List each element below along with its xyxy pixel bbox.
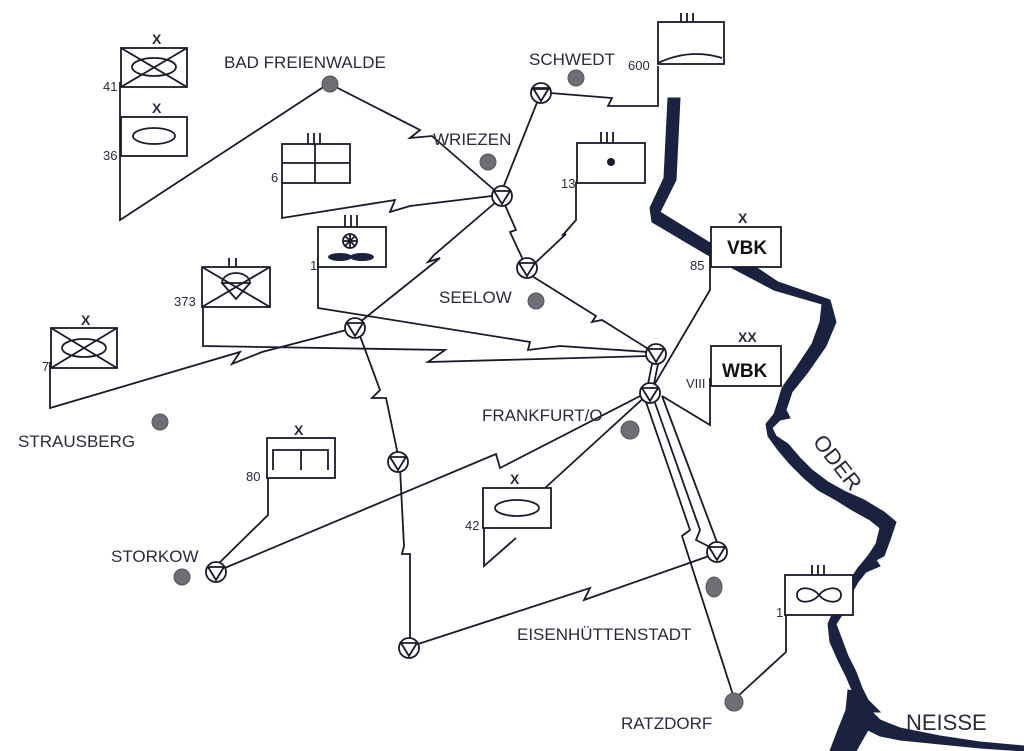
town-label: WRIEZEN bbox=[433, 130, 511, 149]
town-bad-freienwalde[interactable]: BAD FREIENWALDE bbox=[224, 53, 386, 93]
unit-number: 42 bbox=[465, 518, 479, 533]
signal-node-icon[interactable] bbox=[530, 82, 552, 104]
town-strausberg[interactable]: STRAUSBERG bbox=[18, 413, 169, 451]
unit-number: 6 bbox=[271, 170, 278, 185]
unit-13[interactable]: 13 bbox=[561, 132, 646, 191]
unit-number: 36 bbox=[103, 148, 117, 163]
unit-number: 7 bbox=[42, 359, 49, 374]
signal-node-icon[interactable] bbox=[645, 343, 667, 365]
town-dot-icon bbox=[151, 413, 169, 431]
town-label: SCHWEDT bbox=[529, 50, 615, 69]
town-label: STRAUSBERG bbox=[18, 432, 135, 451]
town-wriezen[interactable]: WRIEZEN bbox=[433, 130, 511, 171]
town-ratzdorf[interactable]: RATZDORF bbox=[621, 692, 744, 733]
town-dot-icon bbox=[321, 75, 339, 93]
unit-number: 41 bbox=[103, 79, 117, 94]
unit-36[interactable]: X 36 bbox=[103, 100, 188, 163]
river-oder bbox=[649, 97, 897, 713]
signal-node-icon[interactable] bbox=[639, 382, 661, 404]
unit-number: 1 bbox=[310, 258, 317, 273]
town-dot-icon bbox=[479, 153, 497, 171]
dot-icon bbox=[607, 158, 615, 166]
town-dot-icon bbox=[173, 568, 191, 586]
town-label: BAD FREIENWALDE bbox=[224, 53, 386, 72]
echelon-label: X bbox=[738, 210, 748, 226]
unit-number: 85 bbox=[690, 258, 704, 273]
unit-6[interactable]: 6 bbox=[271, 133, 351, 185]
armor-icon bbox=[132, 127, 176, 145]
town-label: RATZDORF bbox=[621, 714, 712, 733]
town-label: STORKOW bbox=[111, 547, 199, 566]
unit-number: 80 bbox=[246, 469, 260, 484]
signal-node-icon[interactable] bbox=[398, 637, 420, 659]
connection-lines bbox=[49, 66, 787, 699]
unit-41[interactable]: X 41 bbox=[103, 31, 188, 94]
town-dot-icon bbox=[567, 69, 585, 87]
unit-80[interactable]: X 80 bbox=[246, 422, 336, 484]
curved-symbol-icon bbox=[657, 53, 723, 64]
echelon-label: X bbox=[152, 100, 162, 116]
unit-vbk[interactable]: X VBK 85 bbox=[690, 210, 782, 273]
signal-node-icon[interactable] bbox=[516, 257, 538, 279]
unit-7[interactable]: X 7 bbox=[42, 312, 118, 374]
town-frankfurt-oder[interactable]: FRANKFURT/O bbox=[482, 406, 640, 440]
town-dot-icon bbox=[620, 420, 640, 440]
unit-1-north[interactable]: 1 bbox=[310, 215, 387, 273]
unit-wbk[interactable]: XX WBK VIII bbox=[686, 329, 782, 391]
town-schwedt[interactable]: SCHWEDT bbox=[529, 50, 615, 87]
signal-node-icon[interactable] bbox=[706, 541, 728, 563]
town-seelow[interactable]: SEELOW bbox=[439, 288, 545, 310]
unit-42[interactable]: X 42 bbox=[465, 471, 552, 533]
town-eisenhuettenstadt[interactable]: EISENHÜTTENSTADT bbox=[517, 576, 723, 644]
signal-node-icon[interactable] bbox=[205, 561, 227, 583]
armor-icon bbox=[131, 57, 177, 77]
town-label: FRANKFURT/O bbox=[482, 406, 603, 425]
unit-text: VBK bbox=[727, 238, 767, 259]
unit-number: 373 bbox=[174, 294, 196, 309]
unit-number: VIII bbox=[686, 376, 706, 391]
unit-1-south[interactable]: 1 bbox=[776, 565, 854, 620]
unit-373[interactable]: 373 bbox=[174, 258, 271, 309]
unit-number: 600 bbox=[628, 58, 650, 73]
armor-icon bbox=[494, 499, 540, 517]
echelon-label: X bbox=[152, 31, 162, 47]
unit-number: 1 bbox=[776, 605, 783, 620]
town-label: SEELOW bbox=[439, 288, 512, 307]
infinity-icon bbox=[796, 587, 842, 603]
town-label: EISENHÜTTENSTADT bbox=[517, 625, 691, 644]
unit-600[interactable]: 600 bbox=[628, 13, 725, 73]
echelon-label: X bbox=[81, 312, 91, 328]
town-storkow[interactable]: STORKOW bbox=[111, 547, 199, 586]
river-label-neisse: NEISSE bbox=[906, 710, 987, 735]
unit-text: WBK bbox=[722, 361, 768, 382]
echelon-label: X bbox=[294, 422, 304, 438]
echelon-label: X bbox=[510, 471, 520, 487]
town-dot-icon bbox=[527, 292, 545, 310]
signal-node-icon[interactable] bbox=[344, 317, 366, 339]
signal-node-icon[interactable] bbox=[491, 185, 513, 207]
signal-node-icon[interactable] bbox=[387, 451, 409, 473]
town-dot-icon bbox=[705, 576, 723, 598]
town-dot-icon bbox=[724, 692, 744, 712]
armor-icon bbox=[61, 338, 107, 358]
signal-nodes bbox=[205, 82, 728, 659]
river-neisse bbox=[829, 689, 1024, 751]
echelon-label: XX bbox=[738, 329, 757, 345]
unit-number: 13 bbox=[561, 176, 575, 191]
airborne-icon bbox=[221, 272, 251, 284]
